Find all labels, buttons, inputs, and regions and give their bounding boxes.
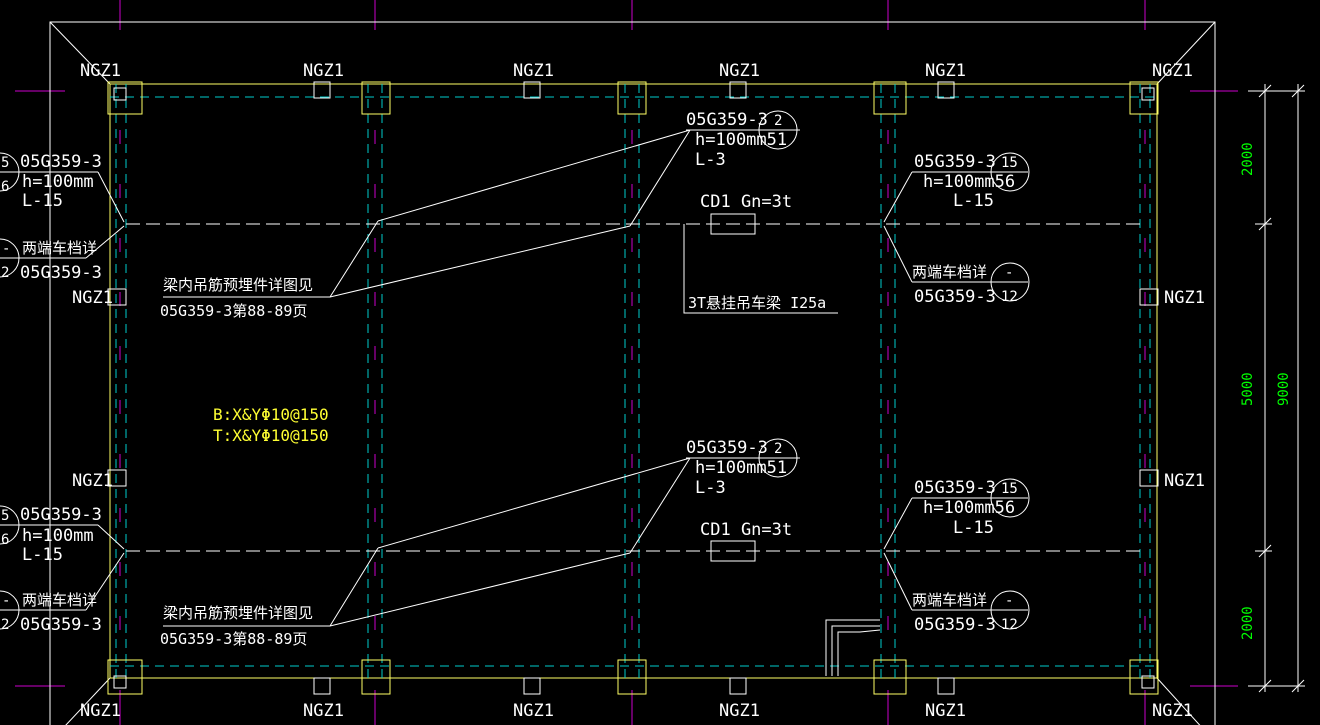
ngz1-label: NGZ1 (72, 288, 113, 308)
outer-outline (49, 21, 1216, 725)
ref-code: 05G359-3 (20, 615, 102, 635)
ngz1-label: NGZ1 (719, 701, 760, 721)
beam-dashed-lines (110, 84, 1157, 678)
ref-code: 05G359-3 (686, 110, 768, 130)
dimension-value: 2000 (1240, 142, 1256, 176)
bubble-number: 2 (774, 441, 782, 457)
ref-code: 05G359-3 (914, 478, 996, 498)
dimension-value: 5000 (1240, 372, 1256, 406)
hoist-note-line1: 梁内吊筋预埋件详图见 (163, 276, 313, 294)
bubble-texts: 2 2 15 15 - 12 - 12 5 6 - 2 5 6 - 2 (1, 113, 1018, 633)
bubble-number: - (2, 593, 10, 609)
ngz1-label: NGZ1 (513, 701, 554, 721)
ref-beam: L-3 (695, 478, 726, 498)
dimension-lines (1248, 84, 1305, 693)
crane-symbols (710, 213, 756, 562)
bubble-number: 2 (1, 617, 9, 633)
columns (107, 81, 1159, 695)
ref-beam: L-15 (22, 545, 63, 565)
bubble-number: 12 (1001, 617, 1018, 633)
bubble-number: 5 (1, 155, 9, 171)
bubble-number: 5 (1, 508, 9, 524)
ngz1-label: NGZ1 (1164, 288, 1205, 308)
hoist-note-line1: 梁内吊筋预埋件详图见 (163, 604, 313, 622)
ref-beam: L-15 (953, 518, 994, 538)
bubble-number: - (2, 241, 10, 257)
bubble-number: 15 (1001, 155, 1018, 171)
ref-height: h=100mm51 (695, 130, 787, 150)
dimension-value: 2000 (1240, 606, 1256, 640)
ref-height: h=100mm (22, 526, 94, 546)
ngz1-label: NGZ1 (1152, 61, 1193, 81)
ref-block-top-center: 05G359-3 h=100mm51 L-3 (686, 110, 787, 170)
ref-beam: L-15 (22, 191, 63, 211)
ref-block-bottom-center: 05G359-3 h=100mm51 L-3 (686, 438, 787, 498)
column-labels: NGZ1 NGZ1 NGZ1 NGZ1 NGZ1 NGZ1 NGZ1 NGZ1 … (72, 61, 1205, 721)
ref-block-left-bottom: 05G359-3 h=100mm L-15 两端车档详 05G359-3 (20, 505, 102, 635)
axis-lines (15, 0, 1238, 725)
hoist-note-top: 梁内吊筋预埋件详图见 05G359-3第88-89页 (160, 276, 313, 320)
ngz-boxes (107, 81, 1159, 695)
leader-lines (0, 129, 1015, 627)
bubble-number: 2 (1, 265, 9, 281)
bubble-number: 6 (1, 179, 9, 195)
ngz1-label: NGZ1 (1164, 471, 1205, 491)
ref-code: 05G359-3 (20, 263, 102, 283)
ngz1-label: NGZ1 (925, 61, 966, 81)
crane-stop-note: 两端车档详 (22, 239, 97, 257)
step-symbol (825, 619, 881, 676)
ref-height: h=100mm56 (923, 498, 1015, 518)
ref-block-left-top: 05G359-3 h=100mm L-15 两端车档详 05G359-3 (20, 152, 102, 283)
ref-beam: L-3 (695, 150, 726, 170)
dimension-total: 9000 (1276, 372, 1292, 406)
crane-stop-note: 两端车档详 (912, 263, 987, 281)
dimension-texts: 2000 5000 2000 9000 (1240, 142, 1292, 640)
ref-code: 05G359-3 (20, 505, 102, 525)
ref-code: 05G359-3 (914, 287, 996, 307)
slab-edge (109, 83, 1158, 679)
ref-code: 05G359-3 (914, 615, 996, 635)
ref-code: 05G359-3 (20, 152, 102, 172)
bubble-number: - (1005, 593, 1013, 609)
crane-load-label: CD1 Gn=3t (700, 192, 792, 212)
ngz1-label: NGZ1 (513, 61, 554, 81)
reference-bubbles (0, 110, 1030, 630)
hoist-note-line2: 05G359-3第88-89页 (160, 302, 307, 320)
bubble-number: 6 (1, 532, 9, 548)
bubble-number: - (1005, 265, 1013, 281)
ngz1-label: NGZ1 (925, 701, 966, 721)
ref-block-right-top: 05G359-3 h=100mm56 L-15 两端车档详 05G359-3 (912, 152, 1015, 307)
ngz1-label: NGZ1 (1152, 701, 1193, 721)
crane-load-label: CD1 Gn=3t (700, 520, 792, 540)
ref-height: h=100mm51 (695, 458, 787, 478)
rebar-top-note: T:X&YΦ10@150 (213, 426, 329, 445)
ngz1-label: NGZ1 (80, 61, 121, 81)
hoist-beam-label: 3T悬挂吊车梁 I25a (688, 294, 826, 312)
crane-stop-note: 两端车档详 (22, 591, 97, 609)
hoist-note-bottom: 梁内吊筋预埋件详图见 05G359-3第88-89页 (160, 604, 313, 648)
ngz1-label: NGZ1 (72, 471, 113, 491)
bubble-number: 12 (1001, 289, 1018, 305)
ngz1-label: NGZ1 (303, 61, 344, 81)
ref-beam: L-15 (953, 191, 994, 211)
ref-block-right-bottom: 05G359-3 h=100mm56 L-15 两端车档详 05G359-3 (912, 478, 1015, 635)
crane-stop-note: 两端车档详 (912, 591, 987, 609)
ref-code: 05G359-3 (686, 438, 768, 458)
ref-code: 05G359-3 (914, 152, 996, 172)
ref-height: h=100mm (22, 172, 94, 192)
bubble-number: 2 (774, 113, 782, 129)
rebar-bottom-note: B:X&YΦ10@150 (213, 405, 329, 424)
bubble-number: 15 (1001, 481, 1018, 497)
ref-height: h=100mm56 (923, 172, 1015, 192)
ngz1-label: NGZ1 (719, 61, 760, 81)
ngz1-label: NGZ1 (303, 701, 344, 721)
hoist-note-line2: 05G359-3第88-89页 (160, 630, 307, 648)
crane-beam-lines (126, 223, 1140, 552)
ngz1-label: NGZ1 (80, 701, 121, 721)
